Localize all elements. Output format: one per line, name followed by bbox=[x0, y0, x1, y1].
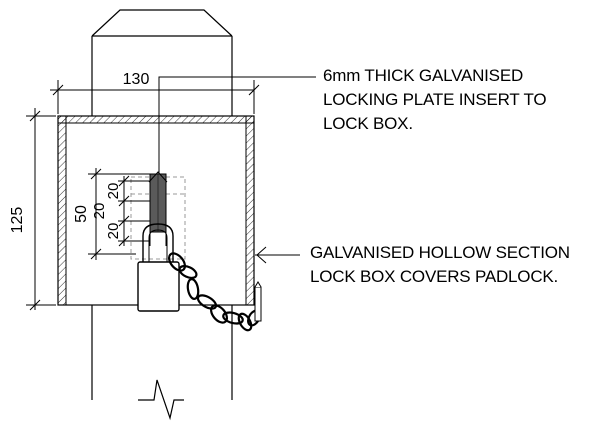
locking-plate-note-line3: LOCK BOX. bbox=[323, 114, 413, 133]
dimension-plate-height bbox=[88, 168, 150, 260]
dimension-height-label: 125 bbox=[9, 207, 26, 234]
lock-box-leader bbox=[255, 246, 300, 264]
dimension-hole-spacing-label-middle: 20 bbox=[91, 203, 108, 220]
dimension-height bbox=[26, 108, 56, 311]
chain-bracket bbox=[254, 281, 262, 322]
break-line bbox=[138, 379, 184, 421]
dimension-hole-spacing bbox=[118, 175, 150, 247]
locking-plate-outline bbox=[130, 176, 186, 260]
dimension-hole-spacing-label-top: 20 bbox=[105, 183, 122, 200]
post-bottom bbox=[91, 305, 233, 421]
locking-plate-note-line2: LOCKING PLATE INSERT TO bbox=[323, 90, 547, 109]
dimension-plate-height-label: 50 bbox=[73, 205, 90, 223]
padlock-icon bbox=[137, 223, 180, 312]
lock-box-note-line2: LOCK BOX COVERS PADLOCK. bbox=[310, 267, 559, 286]
locking-plate-note-line1: 6mm THICK GALVANISED bbox=[323, 66, 524, 85]
lock-box bbox=[57, 115, 255, 306]
locking-plate-leader bbox=[148, 76, 316, 183]
post-top bbox=[91, 9, 233, 116]
locking-plate bbox=[149, 173, 167, 246]
lock-box-note-line1: GALVANISED HOLLOW SECTION bbox=[310, 243, 570, 262]
lock-box-note: GALVANISED HOLLOW SECTION LOCK BOX COVER… bbox=[310, 241, 570, 289]
dimension-width bbox=[50, 80, 260, 114]
dimension-width-label: 130 bbox=[123, 71, 150, 88]
dimension-hole-spacing-label-bottom: 20 bbox=[105, 223, 122, 240]
locking-plate-note: 6mm THICK GALVANISED LOCKING PLATE INSER… bbox=[323, 64, 547, 136]
